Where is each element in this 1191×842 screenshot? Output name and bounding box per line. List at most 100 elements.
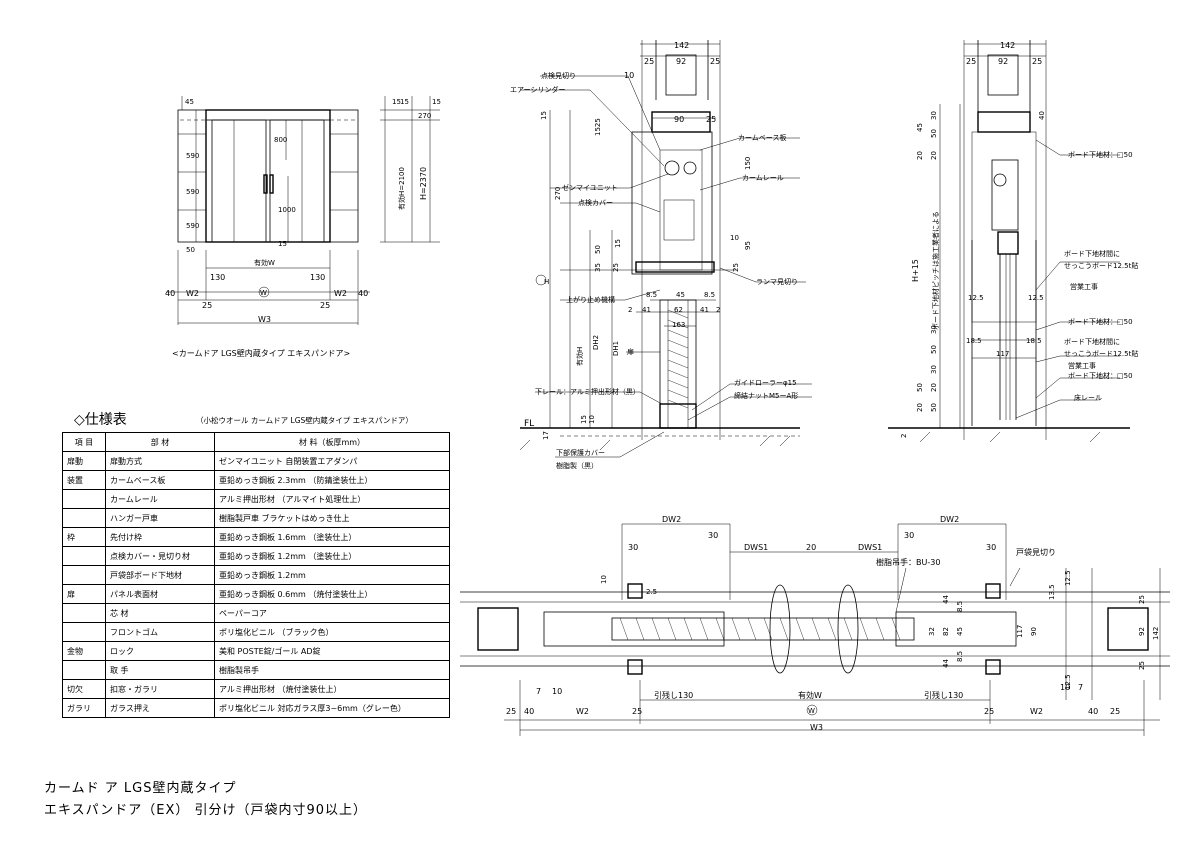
plan-dim-r-82: 82 xyxy=(942,627,950,636)
plan-callout-pocket: 戸袋見切り xyxy=(1016,547,1056,557)
footer-line-1: カームド ア LGS壁内蔵タイプ xyxy=(44,781,237,796)
plan-dim-b-25d: 25 xyxy=(1110,707,1120,716)
section-dim-62: 62 xyxy=(674,306,683,314)
elev-height-effective: 有効H=2100 xyxy=(397,167,406,210)
spec-cell-material: 亜鉛めっき鋼板 2.3mm （防錆塗装仕上） xyxy=(214,470,450,490)
side-callout-6: ボード下地材間に xyxy=(1064,337,1120,346)
spec-cell-part: ロック xyxy=(105,641,215,661)
side-dim-25a: 25 xyxy=(966,57,976,66)
section-callout-13: 下部保護カバー xyxy=(556,448,605,457)
elev-bottom-40-left: 40 xyxy=(165,289,175,298)
elev-dim-top-3: 270 xyxy=(418,112,431,120)
section-dim-45: 45 xyxy=(676,291,685,299)
spec-header-part: 部 材 xyxy=(105,432,215,452)
plan-dim-r-32: 32 xyxy=(928,627,936,636)
elev-dim-inner-3: 15 xyxy=(278,240,287,248)
section-dim-1525: 1525 xyxy=(594,118,602,136)
section-dim-25a: 25 xyxy=(644,57,654,66)
side-dim-b2: 2 xyxy=(900,434,908,438)
section-dim-163: 163 xyxy=(672,321,685,329)
spec-cell-material: アルミ押出形材 （アルマイト処理仕上） xyxy=(214,489,450,509)
section-dim-35: 35 xyxy=(594,263,602,272)
section-dim-dh2: DH2 xyxy=(592,335,600,350)
section-dim-10b: 10 xyxy=(730,234,739,242)
spec-cell-part: 取 手 xyxy=(105,660,215,680)
section-callout-10: ランマ見切り xyxy=(756,278,798,286)
spec-subtitle: （小松ウオール カームドア LGS壁内蔵タイプ エキスパンドア） xyxy=(196,416,413,425)
section-callout-4: 点検カバー xyxy=(578,198,613,207)
side-section: 142 25 92 25 40 45 50 20 30 20 ボード下地材ピッチ… xyxy=(888,40,1138,443)
section-dim-2b: 2 xyxy=(716,306,720,314)
section-dim-17: 17 xyxy=(542,431,550,440)
spec-cell-material: 亜鉛めっき鋼板 1.2mm xyxy=(214,565,450,585)
plan-dim-r-25a: 25 xyxy=(1138,595,1146,604)
side-dim-92: 92 xyxy=(998,57,1008,66)
plan-dim-dw2-right: DW2 xyxy=(940,515,959,524)
section-dim-50: 50 xyxy=(594,245,602,254)
elev-bottom-total: W3 xyxy=(258,315,271,324)
elev-dim-top-2: 15 xyxy=(400,98,409,106)
elev-dim-left-1: 45 xyxy=(185,98,194,106)
section-fl-label: FL xyxy=(524,419,534,429)
elev-bottom-130-left: 130 xyxy=(210,273,225,282)
section-dim-85a: 8.5 xyxy=(646,291,657,299)
plan-dim-r-90: 90 xyxy=(1030,627,1038,636)
side-dim-30: 30 xyxy=(930,111,938,120)
spec-cell-group: 枠 xyxy=(62,527,106,547)
side-dim-142: 142 xyxy=(1000,41,1015,50)
elev-dim-inner-1: 800 xyxy=(274,136,287,144)
plan-dim-b-25a: 25 xyxy=(506,707,516,716)
section-dim-15b: 15 xyxy=(614,239,622,248)
section-dim-41b: 41 xyxy=(700,306,709,314)
side-callout-2: ボード下地材間に xyxy=(1064,249,1120,258)
footer-line-2: エキスパンドア（EX） 引分け（戸袋内寸90以上） xyxy=(44,803,368,818)
spec-cell-group xyxy=(62,622,106,642)
section-dim-25c: 25 xyxy=(706,115,716,124)
side-h-label: H+15 xyxy=(911,259,920,282)
side-callout-8: 営業工事 xyxy=(1068,361,1096,370)
elev-dim-left-2: 590 xyxy=(186,152,199,160)
section-callout-11: ガイドローラーφ15 xyxy=(734,378,797,387)
spec-cell-material: 樹脂製吊手 xyxy=(214,660,450,680)
plan-dim-b-w2a: W2 xyxy=(576,707,589,716)
elev-bottom-130-right: 130 xyxy=(310,273,325,282)
plan-dim-r-125b: 12.5 xyxy=(1064,674,1072,690)
spec-cell-part: フロントゴム xyxy=(105,622,215,642)
spec-cell-part: ガラス押え xyxy=(105,698,215,718)
spec-cell-group: 装置 xyxy=(62,470,106,490)
plan-dim-b-hikinokoshi-right: 引残し130 xyxy=(924,690,963,700)
spec-cell-part: ハンガー戸車 xyxy=(105,508,215,528)
side-dim-185a: 18.5 xyxy=(966,337,982,345)
spec-cell-material: ゼンマイユニット 自閉装置エアダンパ xyxy=(214,451,450,471)
side-vertical-label: ボード下地材ピッチは施工業者による xyxy=(931,211,940,330)
side-dim-45: 45 xyxy=(916,123,924,132)
plan-dim-b-25b: 25 xyxy=(632,707,642,716)
plan-dim-b-40b: 40 xyxy=(1088,707,1098,716)
plan-dim-b-hikinokoshi-left: 引残し130 xyxy=(654,690,693,700)
spec-cell-group xyxy=(62,508,106,528)
spec-body: 扉動扉動方式ゼンマイユニット 自閉装置エアダンパ装置カームベース板亜鉛めっき鋼板… xyxy=(62,451,450,718)
spec-cell-part: 点検カバー・見切り材 xyxy=(105,546,215,566)
elev-dim-left-5: 50 xyxy=(186,246,195,254)
vertical-section: 点検見切り エアーシリンダー ゼンマイユニット 点検カバー 上がり止め機構 下レ… xyxy=(510,40,812,470)
spec-cell-part: 芯 材 xyxy=(105,603,215,623)
elev-bottom-40-right: 40 xyxy=(358,289,368,298)
elev-dim-top-4: 15 xyxy=(432,98,441,106)
section-callout-7: 扉 xyxy=(627,347,634,356)
plan-callout-handle: 樹脂吊手：BU-30 xyxy=(876,557,940,567)
elev-height-total: H=2370 xyxy=(419,167,428,200)
spec-cell-part: パネル表面材 xyxy=(105,584,215,604)
side-dim-b30b: 30 xyxy=(930,365,938,374)
plan-dim-30c: 30 xyxy=(904,531,914,540)
side-dim-20b: 20 xyxy=(916,151,924,160)
plan-dim-left-25: 2.5 xyxy=(646,588,657,596)
side-dim-185b: 18.5 xyxy=(1026,337,1042,345)
spec-cell-group: 扉動 xyxy=(62,451,106,471)
plan-dim-r-125a: 12.5 xyxy=(1064,570,1072,586)
section-dim-effective-h: 有効H xyxy=(575,347,584,366)
spec-header-material: 材 料（板厚mm） xyxy=(214,432,450,452)
section-dim-dh1: DH1 xyxy=(612,341,620,356)
plan-dim-r-92: 92 xyxy=(1138,627,1146,636)
plan-dim-dw2-left: DW2 xyxy=(662,515,681,524)
spec-row: 扉動扉動方式ゼンマイユニット 自閉装置エアダンパ xyxy=(62,451,450,471)
